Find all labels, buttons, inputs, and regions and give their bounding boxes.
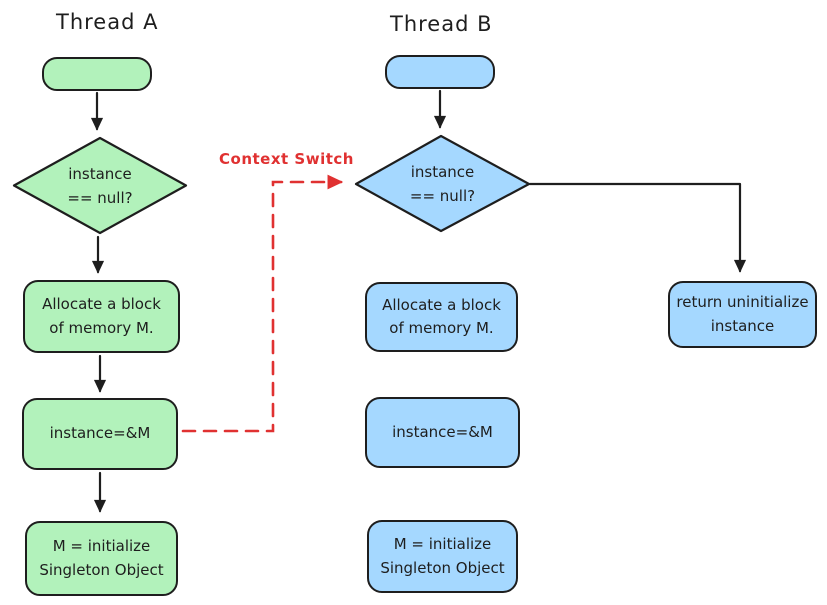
context-switch-label: Context Switch [219,150,354,168]
thread-b-step-allocate: Allocate a block of memory M. [365,282,518,352]
thread-a-decision-diamond [12,136,188,235]
thread-b-step-initialize: M = initialize Singleton Object [367,520,518,593]
thread-a-start-node [42,57,152,91]
thread-b-return-node: return uninitialize instance [668,281,817,348]
thread-a-step-initialize: M = initialize Singleton Object [25,521,178,596]
thread-a-step-allocate: Allocate a block of memory M. [23,280,180,353]
thread-b-start-node [385,55,495,89]
thread-a-step-assign: instance=&M [22,398,178,470]
context-switch-arrow [181,174,344,433]
thread-b-decision-diamond [354,134,531,233]
thread-b-step-assign: instance=&M [365,397,520,468]
thread-a-title: Thread A [56,10,159,34]
arrow-b-decision-to-return [528,182,747,273]
thread-b-title: Thread B [390,12,493,36]
